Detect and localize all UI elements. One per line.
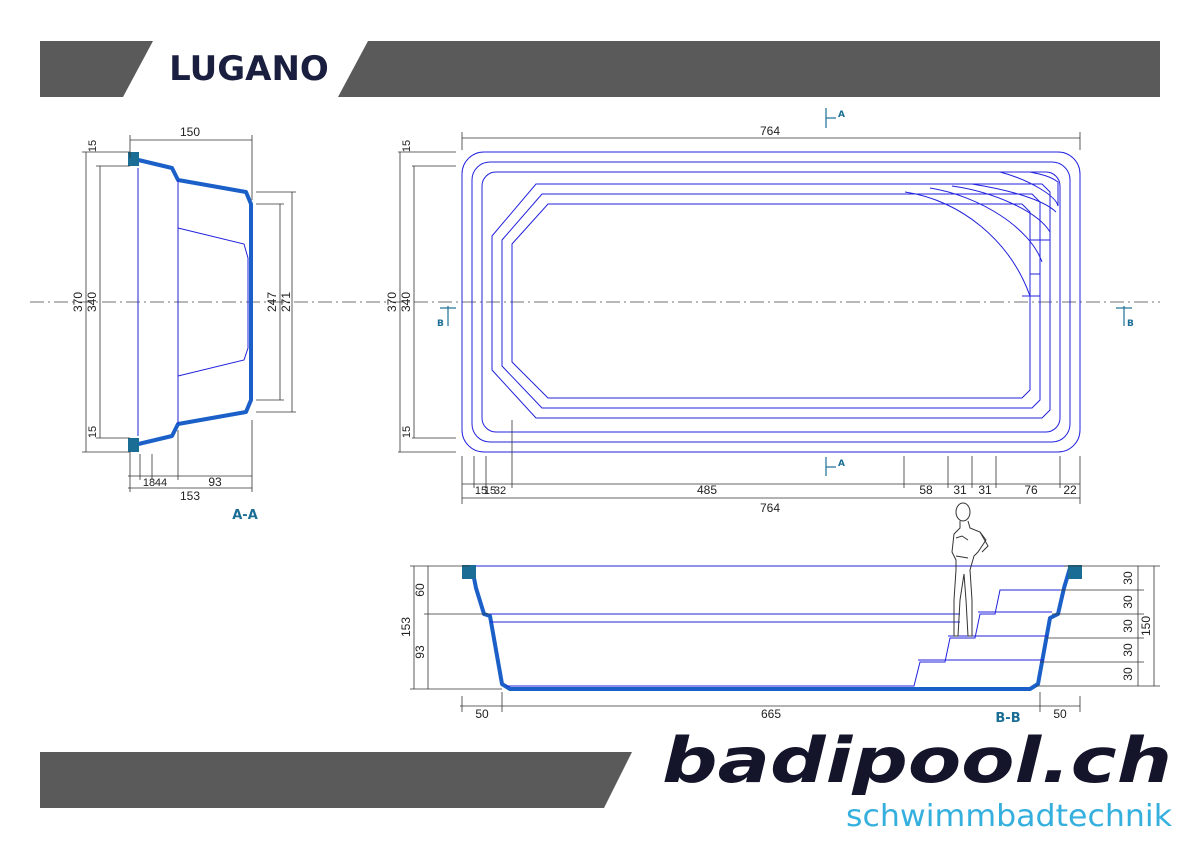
dim-bb-step-2: 30 — [1121, 595, 1135, 609]
dim-plan-s6: 31 — [953, 483, 967, 497]
marker-a-bottom: A — [838, 459, 845, 469]
section-bb-drawing — [410, 502, 1160, 712]
dim-plan-s9: 22 — [1063, 483, 1077, 497]
dim-plan-370: 370 — [385, 292, 399, 312]
brand-logo: badipool.ch — [662, 724, 1172, 797]
section-aa-coping-bottom — [128, 438, 139, 452]
dim-plan-s8: 76 — [1024, 483, 1038, 497]
dim-plan-total-length: 764 — [760, 501, 780, 515]
dim-plan-top-length: 764 — [760, 124, 780, 138]
plan-step-1 — [904, 191, 1031, 297]
plan-outer-rim — [461, 151, 1081, 453]
dim-top-lip: 15 — [87, 140, 99, 152]
section-bb-steps — [506, 589, 1060, 687]
page-title: LUGANO — [169, 49, 329, 89]
dim-bb-bottom-mid: 665 — [761, 707, 781, 721]
dim-bb-bottom-right: 50 — [1053, 707, 1067, 721]
dim-bb-60: 60 — [413, 583, 427, 597]
dim-plan-s4: 485 — [697, 483, 717, 497]
header-bar-right — [338, 41, 1160, 97]
marker-a-top: A — [838, 110, 845, 120]
section-bb-coping-left — [462, 565, 476, 579]
dim-bb-step-4: 30 — [1121, 643, 1135, 657]
section-aa-coping-top — [128, 152, 139, 166]
dim-bb-step-5: 30 — [1121, 667, 1135, 681]
section-bb-coping-right — [1068, 565, 1082, 579]
marker-b-right: B — [1127, 319, 1134, 329]
plan-step-2 — [929, 187, 1043, 263]
header-banner: LUGANO — [40, 41, 1160, 97]
footer-bar — [40, 752, 632, 808]
dim-bottom-lip: 15 — [87, 426, 99, 438]
dim-outer-height: 370 — [71, 292, 85, 312]
section-aa-shell — [128, 156, 253, 448]
header-bar-left — [40, 41, 153, 97]
dim-plan-s7: 31 — [978, 483, 992, 497]
dim-bb-bottom-left: 50 — [475, 707, 489, 721]
section-bb-shell — [470, 566, 1072, 691]
section-bb-dimensions: 60 93 153 30 30 30 30 30 150 50 665 50 B… — [399, 571, 1153, 726]
dim-top-width: 150 — [180, 125, 200, 139]
brand-tagline: schwimmbadtechnik — [846, 799, 1173, 834]
dim-plan-s2: 15 — [484, 485, 496, 497]
dim-plan-s1: 15 — [475, 485, 487, 497]
dim-plan-s5: 58 — [919, 483, 933, 497]
section-aa-drawing — [82, 135, 296, 492]
dim-bb-93: 93 — [413, 645, 427, 659]
dim-plan-left-15-top: 15 — [401, 140, 413, 152]
section-label-aa: A-A — [232, 508, 258, 523]
dim-bb-step-3: 30 — [1121, 619, 1135, 633]
plan-basin-outline — [491, 183, 1051, 419]
plan-step-4 — [971, 183, 1057, 213]
dim-plan-340: 340 — [399, 292, 413, 312]
dim-bb-150: 150 — [1139, 616, 1153, 636]
dim-b3: 93 — [208, 475, 222, 489]
dim-bb-step-1: 30 — [1121, 571, 1135, 585]
section-label-bb: B-B — [995, 711, 1020, 726]
dim-plan-left-15-bottom: 15 — [401, 426, 413, 438]
plan-view-dimensions: 764 15 15 370 340 15 15 32 485 58 31 31 … — [385, 124, 1077, 515]
dim-total: 153 — [180, 489, 200, 503]
dim-b1: 18 — [143, 477, 155, 489]
section-aa-dimensions: 150 15 15 370 340 247 271 18 44 93 153 A… — [71, 125, 293, 523]
dim-floor-271: 271 — [279, 292, 293, 312]
dim-floor-247: 247 — [265, 292, 279, 312]
plan-top-step — [999, 171, 1059, 207]
footer-banner: badipool.ch schwimmbadtechnik — [40, 724, 1173, 834]
dim-inner-height: 340 — [85, 292, 99, 312]
plan-step-3 — [951, 185, 1051, 233]
dim-bb-153: 153 — [399, 617, 413, 637]
dim-b2: 44 — [155, 477, 167, 489]
human-figure-icon — [951, 502, 989, 637]
dim-plan-s3: 32 — [494, 485, 506, 497]
marker-b-left: B — [437, 319, 444, 329]
plan-view-drawing: A A B B — [398, 108, 1134, 504]
